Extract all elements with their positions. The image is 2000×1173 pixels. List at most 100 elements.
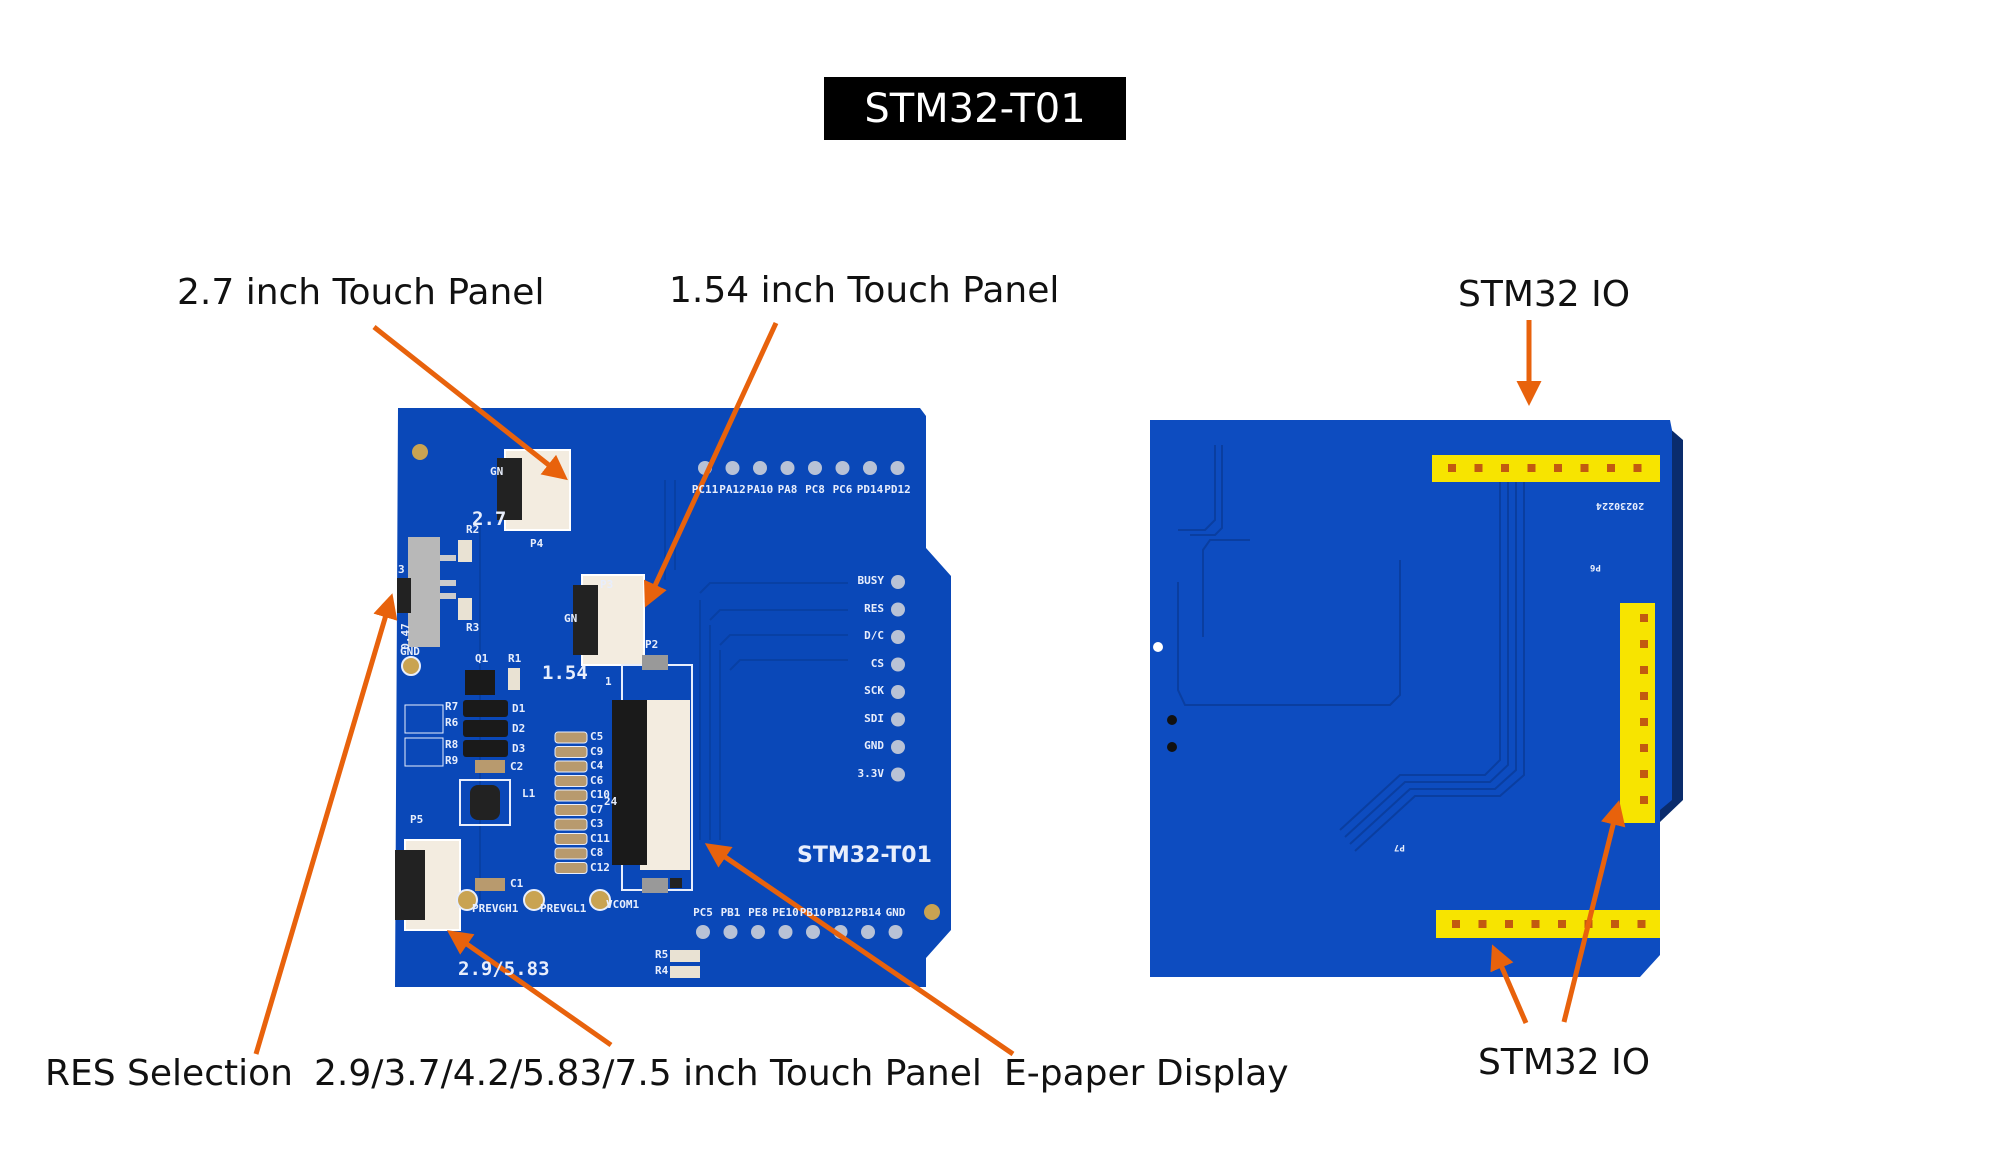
res-selection-switch[interactable]: [408, 537, 440, 647]
pin-label: PA8: [777, 483, 798, 496]
pin-label: D/C: [864, 629, 884, 642]
arrow-epaper: [704, 843, 1015, 1057]
arrow-res-selection: [253, 593, 398, 1055]
pin-label: PB1: [720, 906, 741, 919]
capacitor: [554, 847, 588, 860]
pin-label: RES: [864, 601, 884, 615]
back-traces: [1177, 445, 1525, 852]
pin-label: GND: [864, 739, 884, 752]
header-pin: [891, 630, 905, 644]
pin-label: PC8: [805, 483, 825, 496]
title-banner: STM32-T01: [824, 77, 1126, 140]
silk-label: 24: [604, 795, 618, 808]
silk-label: GND: [400, 645, 420, 658]
silk-label: R2: [466, 523, 480, 536]
header-pin: [861, 925, 875, 939]
passive-components: [401, 540, 700, 978]
arrow-io-bottom: [1490, 944, 1529, 1024]
header-socket: [1554, 464, 1562, 472]
silk-label: Q1: [475, 652, 489, 665]
silk-label: R1: [508, 652, 522, 665]
silk-label: P5: [410, 813, 424, 826]
pin-label: PB12: [827, 906, 854, 919]
capacitor: [554, 789, 588, 802]
pin-label: PB10: [799, 906, 827, 919]
pcb-traces: [479, 480, 848, 900]
silk-label-p6: P6: [1590, 562, 1601, 572]
silk-label: C3: [590, 817, 604, 830]
silk-label: C1: [510, 877, 524, 890]
silk-label: C4: [590, 759, 604, 772]
pin-label: PD14: [856, 483, 884, 496]
pin-label: 3.3V: [857, 766, 885, 780]
silk-label: PREVGL1: [540, 902, 587, 915]
capacitor: [554, 731, 588, 744]
header-pin: [863, 461, 877, 475]
silk-label: 3: [398, 563, 405, 576]
board-brand-label: STM32-T01: [797, 843, 932, 868]
fiducial: [1153, 642, 1163, 652]
date-code: 20230224: [1596, 500, 1645, 511]
silk-label: C2: [510, 760, 524, 773]
header-socket: [1607, 464, 1615, 472]
header-socket: [1452, 920, 1460, 928]
header-pin: [891, 767, 905, 782]
capacitor: [554, 760, 588, 773]
silk-label: GN: [564, 612, 578, 625]
header-pin: [778, 925, 793, 939]
silk-label: P2: [645, 638, 659, 651]
header-pin: [835, 461, 850, 475]
switch-knob[interactable]: [397, 578, 411, 613]
silk-label: R5: [655, 948, 669, 961]
silk-label: 1: [605, 675, 612, 688]
capacitor: [554, 818, 588, 831]
header-pin: [780, 461, 795, 475]
header-pin: [723, 925, 738, 939]
header-socket: [1633, 464, 1642, 472]
header-socket: [1640, 718, 1648, 726]
pin-label: PC6: [832, 483, 853, 496]
silk-label: C12: [590, 860, 610, 874]
silk-label: C5: [590, 730, 604, 743]
header-socket: [1580, 464, 1589, 472]
capacitor: [554, 775, 588, 787]
pin-label: CS: [870, 656, 884, 670]
callout-1-54-touch-panel: 1.54 inch Touch Panel: [669, 270, 1060, 311]
silk-label: D3: [512, 742, 526, 755]
pin-label: PE8: [748, 906, 768, 919]
arrow-2-7-touch: [372, 325, 568, 481]
silk-label: D1: [512, 702, 526, 715]
female-header-bottom: [1436, 910, 1660, 938]
capacitor: [554, 804, 588, 816]
pin-label: BUSY: [857, 574, 885, 587]
pin-label: SDI: [864, 711, 884, 725]
capacitor-array: [554, 731, 588, 874]
pin-label: PA10: [746, 483, 774, 496]
female-header-right: [1620, 603, 1655, 823]
header-socket: [1640, 744, 1648, 752]
silk-label: R4: [655, 964, 669, 977]
header-pin: [891, 712, 905, 727]
callout-2-7-touch-panel: 2.7 inch Touch Panel: [177, 272, 545, 313]
mount-hole: [412, 444, 428, 460]
callout-res-selection: RES Selection: [45, 1053, 293, 1094]
header-pin: [808, 461, 822, 475]
header-socket: [1505, 920, 1513, 928]
silk-label: R3: [466, 621, 480, 634]
header-socket: [1527, 464, 1536, 472]
arrow-io-right: [1561, 800, 1626, 1023]
front-header-pins: [696, 461, 905, 939]
silk-label: 2.9/5.83: [458, 958, 550, 980]
pin-label: PC11: [691, 483, 719, 496]
silk-label: C10: [590, 788, 610, 801]
callout-stm32-io-top: STM32 IO: [1458, 274, 1631, 315]
header-socket: [1640, 770, 1648, 778]
silk-label: D2: [512, 722, 526, 735]
silk-label: C9: [590, 744, 604, 758]
callout-stm32-io-bottom: STM32 IO: [1478, 1042, 1651, 1083]
mount-hole: [924, 904, 940, 920]
pin-label: PB14: [854, 906, 882, 919]
connector-latch: [497, 458, 522, 520]
silk-label: L1: [522, 787, 536, 800]
